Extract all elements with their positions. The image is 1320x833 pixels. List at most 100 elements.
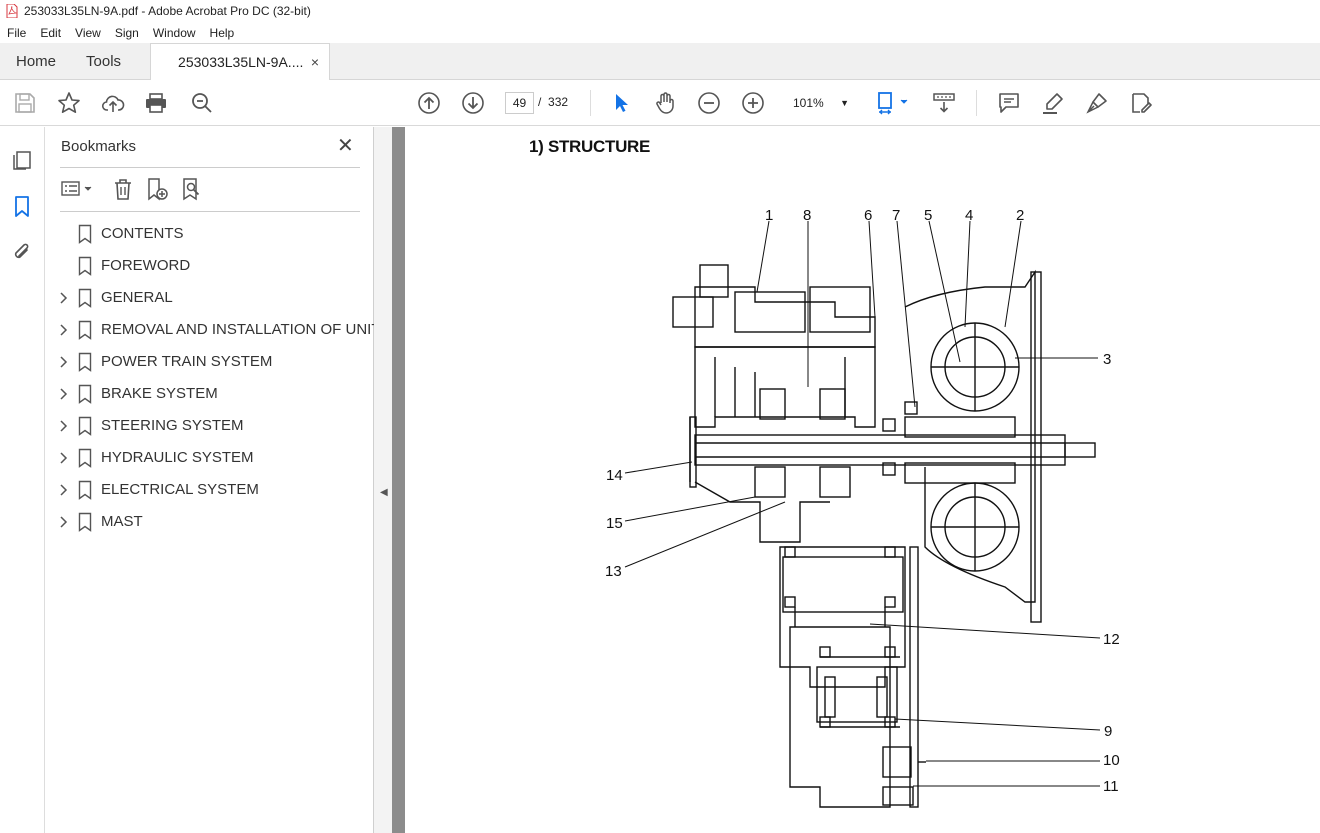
bookmark-icon xyxy=(78,352,92,372)
callout-12: 12 xyxy=(1103,631,1120,648)
bookmark-icon xyxy=(78,384,92,404)
chevron-right-icon[interactable] xyxy=(59,515,69,529)
chevron-right-icon[interactable] xyxy=(59,291,69,305)
menu-file[interactable]: File xyxy=(7,25,27,40)
bookmark-icon xyxy=(78,320,92,340)
menu-sign[interactable]: Sign xyxy=(114,25,139,40)
zoom-level-select[interactable]: 101% ▼ xyxy=(785,92,855,114)
toolbar-divider xyxy=(976,90,977,116)
tab-tools[interactable]: Tools xyxy=(86,52,122,70)
callout-15: 15 xyxy=(606,515,623,532)
bookmark-label: REMOVAL AND INSTALLATION OF UNIT xyxy=(101,321,381,338)
callout-13: 13 xyxy=(605,563,622,580)
menu-bar: File Edit View Sign Window Help xyxy=(0,22,1320,43)
bookmark-icon xyxy=(78,288,92,308)
tab-document-label: 253033L35LN-9A.... xyxy=(178,54,304,70)
bookmark-label: GENERAL xyxy=(101,289,173,306)
chevron-right-icon[interactable] xyxy=(59,483,69,497)
scroll-mode-icon[interactable] xyxy=(932,91,956,115)
bookmark-item-general[interactable]: GENERAL xyxy=(45,282,374,314)
tab-close-button[interactable]: × xyxy=(310,54,320,70)
callout-7: 7 xyxy=(892,207,900,224)
bookmark-label: STEERING SYSTEM xyxy=(101,417,244,434)
toolbar-divider xyxy=(590,90,591,116)
collapse-panel-icon[interactable]: ◀ xyxy=(380,487,388,498)
chevron-right-icon[interactable] xyxy=(59,323,69,337)
chevron-right-icon[interactable] xyxy=(59,451,69,465)
page-heading: 1) STRUCTURE xyxy=(529,137,651,156)
panel-splitter[interactable]: ◀ xyxy=(374,127,392,833)
bookmark-icon xyxy=(78,448,92,468)
bookmark-icon xyxy=(78,480,92,500)
upload-cloud-icon[interactable] xyxy=(101,91,125,115)
bookmark-label: POWER TRAIN SYSTEM xyxy=(101,353,273,370)
next-page-icon[interactable] xyxy=(461,91,485,115)
divider xyxy=(60,167,360,168)
bookmark-item-electrical[interactable]: ELECTRICAL SYSTEM xyxy=(45,474,374,506)
select-cursor-icon[interactable] xyxy=(609,91,633,115)
zoom-out-icon[interactable] xyxy=(697,91,721,115)
tab-document[interactable]: 253033L35LN-9A.... × xyxy=(150,43,331,80)
previous-page-icon[interactable] xyxy=(417,91,441,115)
bookmark-item-foreword[interactable]: FOREWORD xyxy=(45,250,374,282)
bookmark-label: FOREWORD xyxy=(101,257,191,274)
callout-6: 6 xyxy=(864,207,872,224)
callout-3: 3 xyxy=(1103,351,1111,368)
bookmark-item-hydraulic[interactable]: HYDRAULIC SYSTEM xyxy=(45,442,374,474)
tab-home[interactable]: Home xyxy=(16,52,57,70)
chevron-right-icon[interactable] xyxy=(59,419,69,433)
bookmark-label: CONTENTS xyxy=(101,225,184,242)
page-separator: / xyxy=(538,95,542,109)
bookmark-item-power-train[interactable]: POWER TRAIN SYSTEM xyxy=(45,346,374,378)
menu-window[interactable]: Window xyxy=(152,25,196,40)
zoom-in-icon[interactable] xyxy=(741,91,765,115)
bookmark-options-icon[interactable] xyxy=(60,177,92,201)
menu-view[interactable]: View xyxy=(75,25,101,40)
title-bar: 253033L35LN-9A.pdf - Adobe Acrobat Pro D… xyxy=(0,0,1320,22)
bookmark-label: ELECTRICAL SYSTEM xyxy=(101,481,259,498)
bookmark-icon xyxy=(78,512,92,532)
page-total: / 332 xyxy=(538,95,568,109)
callout-9: 9 xyxy=(1104,723,1112,740)
highlight-pen-icon[interactable] xyxy=(1041,91,1065,115)
page-number-input[interactable]: 49 xyxy=(505,92,534,114)
bookmark-label: MAST xyxy=(101,513,143,530)
menu-help[interactable]: Help xyxy=(209,25,235,40)
bookmarks-close-button[interactable]: ✕ xyxy=(337,135,354,157)
page-thumbnails-icon[interactable] xyxy=(11,149,33,171)
add-bookmark-icon[interactable] xyxy=(145,177,169,201)
edit-pdf-icon[interactable] xyxy=(1129,91,1153,115)
hand-tool-icon[interactable] xyxy=(653,91,677,115)
bookmark-item-removal-installation[interactable]: REMOVAL AND INSTALLATION OF UNIT xyxy=(45,314,381,346)
bookmark-label: HYDRAULIC SYSTEM xyxy=(101,449,254,466)
navigation-rail xyxy=(0,127,45,833)
callout-14: 14 xyxy=(606,467,623,484)
find-bookmark-icon[interactable] xyxy=(180,177,204,201)
delete-bookmark-icon[interactable] xyxy=(111,177,135,201)
print-icon[interactable] xyxy=(144,91,168,115)
zoom-search-icon[interactable] xyxy=(190,91,214,115)
tab-bar: Home Tools 253033L35LN-9A.... × xyxy=(0,43,1320,80)
callout-10: 10 xyxy=(1103,752,1120,769)
bookmark-icon xyxy=(78,416,92,436)
zoom-level-value: 101% xyxy=(793,96,824,110)
bookmark-panel-icon[interactable] xyxy=(11,195,33,217)
document-page[interactable]: 1) STRUCTURE xyxy=(405,127,1320,833)
bookmark-item-mast[interactable]: MAST xyxy=(45,506,374,538)
bookmark-item-steering[interactable]: STEERING SYSTEM xyxy=(45,410,374,442)
divider xyxy=(60,211,360,212)
callout-2: 2 xyxy=(1016,207,1024,224)
attachment-paperclip-icon[interactable] xyxy=(11,241,33,263)
chevron-right-icon[interactable] xyxy=(59,387,69,401)
callout-8: 8 xyxy=(803,207,811,224)
comment-icon[interactable] xyxy=(997,91,1021,115)
bookmark-item-brake[interactable]: BRAKE SYSTEM xyxy=(45,378,374,410)
chevron-right-icon[interactable] xyxy=(59,355,69,369)
sign-pen-icon[interactable] xyxy=(1085,91,1109,115)
pdf-file-icon xyxy=(6,4,18,18)
menu-edit[interactable]: Edit xyxy=(40,25,62,40)
save-icon[interactable] xyxy=(13,91,37,115)
bookmark-item-contents[interactable]: CONTENTS xyxy=(45,218,374,250)
star-icon[interactable] xyxy=(57,91,81,115)
fit-page-icon[interactable] xyxy=(876,91,912,115)
